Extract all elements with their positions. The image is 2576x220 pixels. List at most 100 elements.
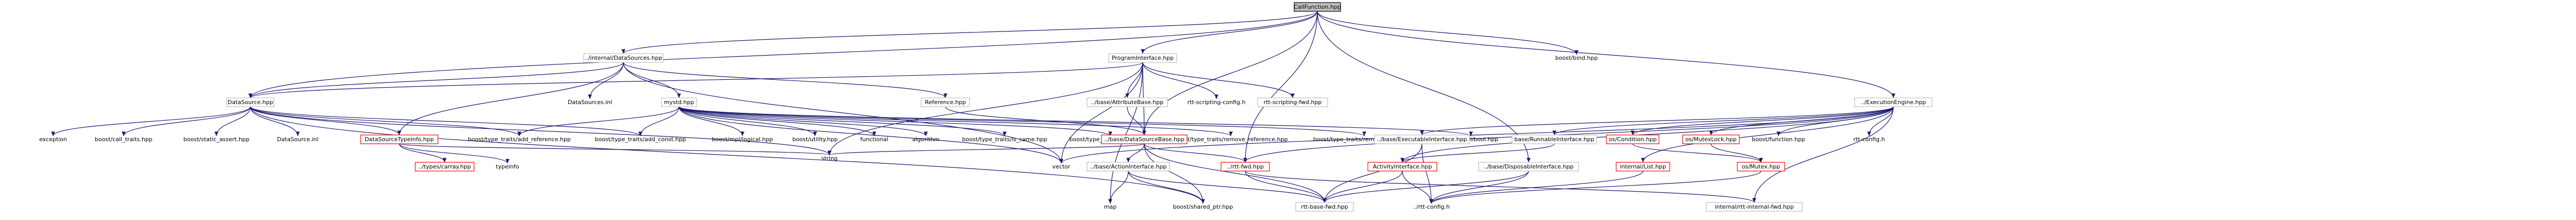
node-label: string bbox=[821, 155, 838, 162]
dependency-edge bbox=[1243, 11, 1318, 163]
dependency-edge bbox=[250, 106, 401, 136]
node-mystd[interactable]: mystd.hpp bbox=[661, 97, 697, 107]
dependency-edge bbox=[679, 106, 928, 137]
node-label: base/RunnableInterface.hpp bbox=[1514, 136, 1594, 143]
node-internal-list[interactable]: internal/List.hpp bbox=[1616, 162, 1670, 172]
node-label: DataSourceTypeInfo.hpp bbox=[365, 136, 434, 143]
dependency-edge bbox=[1144, 143, 1247, 163]
dependency-edge bbox=[621, 11, 1318, 54]
node-disposableinterface[interactable]: ../base/DisposableInterface.hpp bbox=[1478, 162, 1579, 172]
node-map[interactable]: map bbox=[1104, 204, 1116, 210]
node-attributebase[interactable]: ../base/AttributeBase.hpp bbox=[1087, 97, 1168, 107]
node-label: boost/shared_ptr.hpp bbox=[1173, 204, 1233, 210]
node-boost-bind[interactable]: boost/bind.hpp bbox=[1555, 55, 1598, 61]
node-remove-reference[interactable]: boost/type_traits/remove_reference.hpp bbox=[1174, 136, 1288, 143]
dependency-edge bbox=[1127, 106, 1146, 136]
node-datasource[interactable]: DataSource.hpp bbox=[226, 97, 275, 107]
dependency-edge bbox=[1245, 171, 1327, 203]
node-oscondition[interactable]: os/Condition.hpp bbox=[1606, 134, 1659, 144]
node-boost-static-assert[interactable]: boost/static_assert.hpp bbox=[183, 136, 249, 143]
node-types-carray[interactable]: ../types/carray.hpp bbox=[415, 162, 474, 172]
dependency-edge bbox=[248, 62, 624, 98]
node-boost-utility[interactable]: boost/utility.hpp bbox=[792, 136, 838, 143]
node-algorithm[interactable]: algorithm bbox=[912, 136, 939, 143]
node-label: boost/mpl/logical.hpp bbox=[712, 136, 773, 143]
dependency-edge bbox=[623, 62, 681, 98]
node-label: ../rtt-fwd.hpp bbox=[1227, 163, 1264, 170]
node-executableinterface[interactable]: ../base/ExecutableInterface.hpp bbox=[1374, 134, 1470, 144]
node-mpl-logical[interactable]: boost/mpl/logical.hpp bbox=[712, 136, 773, 143]
node-label: ../rtt-config.h bbox=[1413, 204, 1450, 210]
dependency-edge bbox=[250, 106, 832, 156]
node-label: boost/static_assert.hpp bbox=[183, 136, 249, 143]
dependency-edge bbox=[1243, 106, 1894, 163]
dependency-edge bbox=[679, 106, 1473, 137]
node-add-reference[interactable]: boost/type_traits/add_reference.hpp bbox=[468, 136, 571, 143]
node-datasourcetypeinfo[interactable]: DataSourceTypeInfo.hpp bbox=[360, 134, 438, 144]
dependency-edge bbox=[51, 106, 251, 137]
node-is-same[interactable]: boost/type_traits/is_same.hpp bbox=[962, 136, 1047, 143]
node-osmutex[interactable]: os/Mutex.hpp bbox=[1737, 162, 1785, 172]
dependency-edge bbox=[1317, 11, 1579, 55]
node-rtt-config[interactable]: ../rtt-config.h bbox=[1413, 204, 1450, 210]
node-add-const[interactable]: boost/type_traits/add_const.hpp bbox=[595, 136, 686, 143]
node-label: internal/rtt-internal-fwd.hpp bbox=[1715, 204, 1793, 210]
node-reference[interactable]: Reference.hpp bbox=[921, 97, 970, 107]
node-callfunction[interactable]: CallFunction.hpp bbox=[1294, 2, 1341, 12]
node-rtt-fwd[interactable]: ../rtt-fwd.hpp bbox=[1221, 162, 1270, 172]
node-internal-datasources[interactable]: ../internal/DataSources.hpp bbox=[583, 53, 664, 63]
node-boost-call-traits[interactable]: boost/call_traits.hpp bbox=[95, 136, 152, 143]
dependency-edge bbox=[679, 106, 1233, 137]
node-label: CallFunction.hpp bbox=[1294, 4, 1341, 10]
dependency-edge bbox=[1059, 62, 1143, 164]
node-exception[interactable]: exception bbox=[39, 136, 67, 143]
dependency-edge bbox=[397, 62, 624, 136]
node-datasources-inl[interactable]: DataSources.inl bbox=[568, 99, 612, 106]
dependency-edge bbox=[1867, 106, 1894, 137]
node-executionengine[interactable]: ../ExecutionEngine.hpp bbox=[1854, 97, 1933, 107]
node-activityinterface[interactable]: ActivityInterface.hpp bbox=[1367, 162, 1437, 172]
node-functional[interactable]: functional bbox=[860, 136, 889, 143]
node-rtt-base-fwd[interactable]: rtt-base-fwd.hpp bbox=[1295, 202, 1354, 212]
dependency-edge bbox=[1144, 143, 1205, 204]
node-string[interactable]: string bbox=[821, 155, 838, 162]
dependency-edge bbox=[1323, 171, 1529, 203]
node-rtt-scripting-config[interactable]: rtt-scripting-config.h bbox=[1188, 99, 1246, 106]
node-vector[interactable]: vector bbox=[1053, 163, 1071, 170]
node-label: mystd.hpp bbox=[664, 99, 694, 106]
node-label: algorithm bbox=[912, 136, 939, 143]
dependency-edge bbox=[1752, 106, 1894, 203]
dependency-edge bbox=[638, 106, 680, 137]
dependency-edge bbox=[679, 106, 876, 137]
node-boost-function[interactable]: boost/function.hpp bbox=[1752, 136, 1805, 143]
node-osmutexlock[interactable]: os/MutexLock.hpp bbox=[1682, 134, 1740, 144]
node-typeinfo[interactable]: typeinfo bbox=[496, 163, 519, 170]
dependency-edge bbox=[1317, 11, 1895, 98]
graph-edges bbox=[51, 11, 1895, 204]
node-runnableinterface[interactable]: base/RunnableInterface.hpp bbox=[1512, 134, 1597, 144]
dependency-edge bbox=[1142, 62, 1218, 99]
dependency-edge bbox=[1141, 11, 1318, 54]
node-internal-rtt-fwd[interactable]: internal/rtt-internal-fwd.hpp bbox=[1706, 202, 1803, 212]
dependency-edge bbox=[1400, 143, 1555, 163]
node-programinterface[interactable]: ProgramInterface.hpp bbox=[1108, 53, 1177, 63]
node-label: rtt-scripting-fwd.hpp bbox=[1264, 99, 1322, 106]
dependency-edge bbox=[1128, 171, 1205, 204]
node-label: typeinfo bbox=[496, 163, 519, 170]
dependency-edge bbox=[250, 106, 1205, 204]
dependency-edge bbox=[1429, 171, 1643, 204]
dependency-edge bbox=[1317, 11, 1531, 163]
node-label: DataSources.inl bbox=[568, 99, 612, 106]
dependency-edge bbox=[1429, 171, 1529, 204]
node-label: ../internal/DataSources.hpp bbox=[585, 55, 663, 61]
node-datasource-inl[interactable]: DataSource.inl bbox=[277, 136, 319, 143]
node-actioninterface[interactable]: ../base/ActionInterface.hpp bbox=[1087, 162, 1170, 172]
dependency-edge bbox=[1552, 106, 1894, 136]
node-shared-ptr[interactable]: boost/shared_ptr.hpp bbox=[1173, 204, 1233, 210]
node-rtt-scripting-fwd[interactable]: rtt-scripting-fwd.hpp bbox=[1257, 97, 1328, 107]
dependency-edge bbox=[623, 62, 1063, 164]
node-label: internal/List.hpp bbox=[1620, 163, 1666, 170]
node-rtt-config-h[interactable]: rtt-config.h bbox=[1853, 136, 1885, 143]
node-label: os/MutexLock.hpp bbox=[1685, 136, 1737, 143]
node-datasourcebase[interactable]: ../base/DataSourceBase.hpp bbox=[1101, 134, 1188, 144]
